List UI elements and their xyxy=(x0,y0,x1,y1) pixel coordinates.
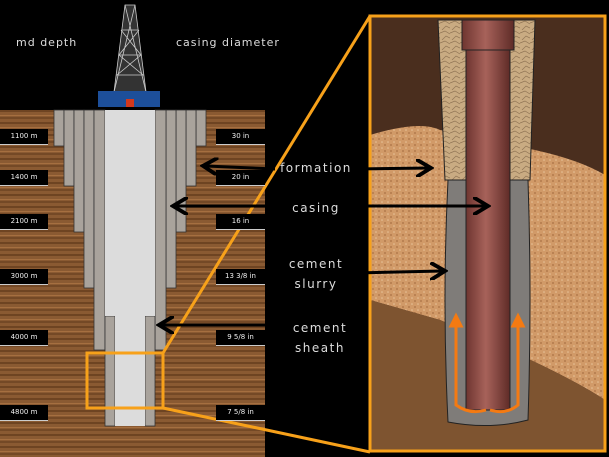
diameter-label: 7 5/8 in xyxy=(216,405,265,421)
diameter-label: 20 in xyxy=(216,170,265,186)
diameter-label: 13 3/8 in xyxy=(216,269,265,285)
depth-label: 3000 m xyxy=(0,269,48,285)
cement-slurry-line1: cement xyxy=(288,257,344,271)
inset-detail xyxy=(368,14,607,453)
cement-slurry-line2: slurry xyxy=(294,277,338,291)
formation-callout: formation xyxy=(280,161,352,175)
derrick-icon xyxy=(113,4,147,93)
cement-slurry-callout: cement slurry xyxy=(278,254,354,294)
depth-label: 4000 m xyxy=(0,330,48,346)
depth-label: 2100 m xyxy=(0,214,48,230)
diameter-label: 16 in xyxy=(216,214,265,230)
cement-sheath-line1: cement xyxy=(292,321,348,335)
zoom-highlight xyxy=(85,15,372,454)
cement-sheath-callout: cement sheath xyxy=(282,318,358,358)
casing-pipe xyxy=(465,49,511,411)
pointer-arrows xyxy=(162,166,485,325)
wellbore xyxy=(105,110,155,316)
depth-label: 4800 m xyxy=(0,405,48,421)
casing-callout: casing xyxy=(292,201,340,215)
diameter-label: 30 in xyxy=(216,129,265,145)
cement-sheath-line2: sheath xyxy=(295,341,345,355)
flow-arrows xyxy=(448,312,526,414)
depth-header: md depth xyxy=(16,36,78,49)
depth-label: 1400 m xyxy=(0,170,48,186)
depth-label: 1100 m xyxy=(0,129,48,145)
diameter-header: casing diameter xyxy=(176,36,280,49)
diameter-label: 9 5/8 in xyxy=(216,330,265,346)
